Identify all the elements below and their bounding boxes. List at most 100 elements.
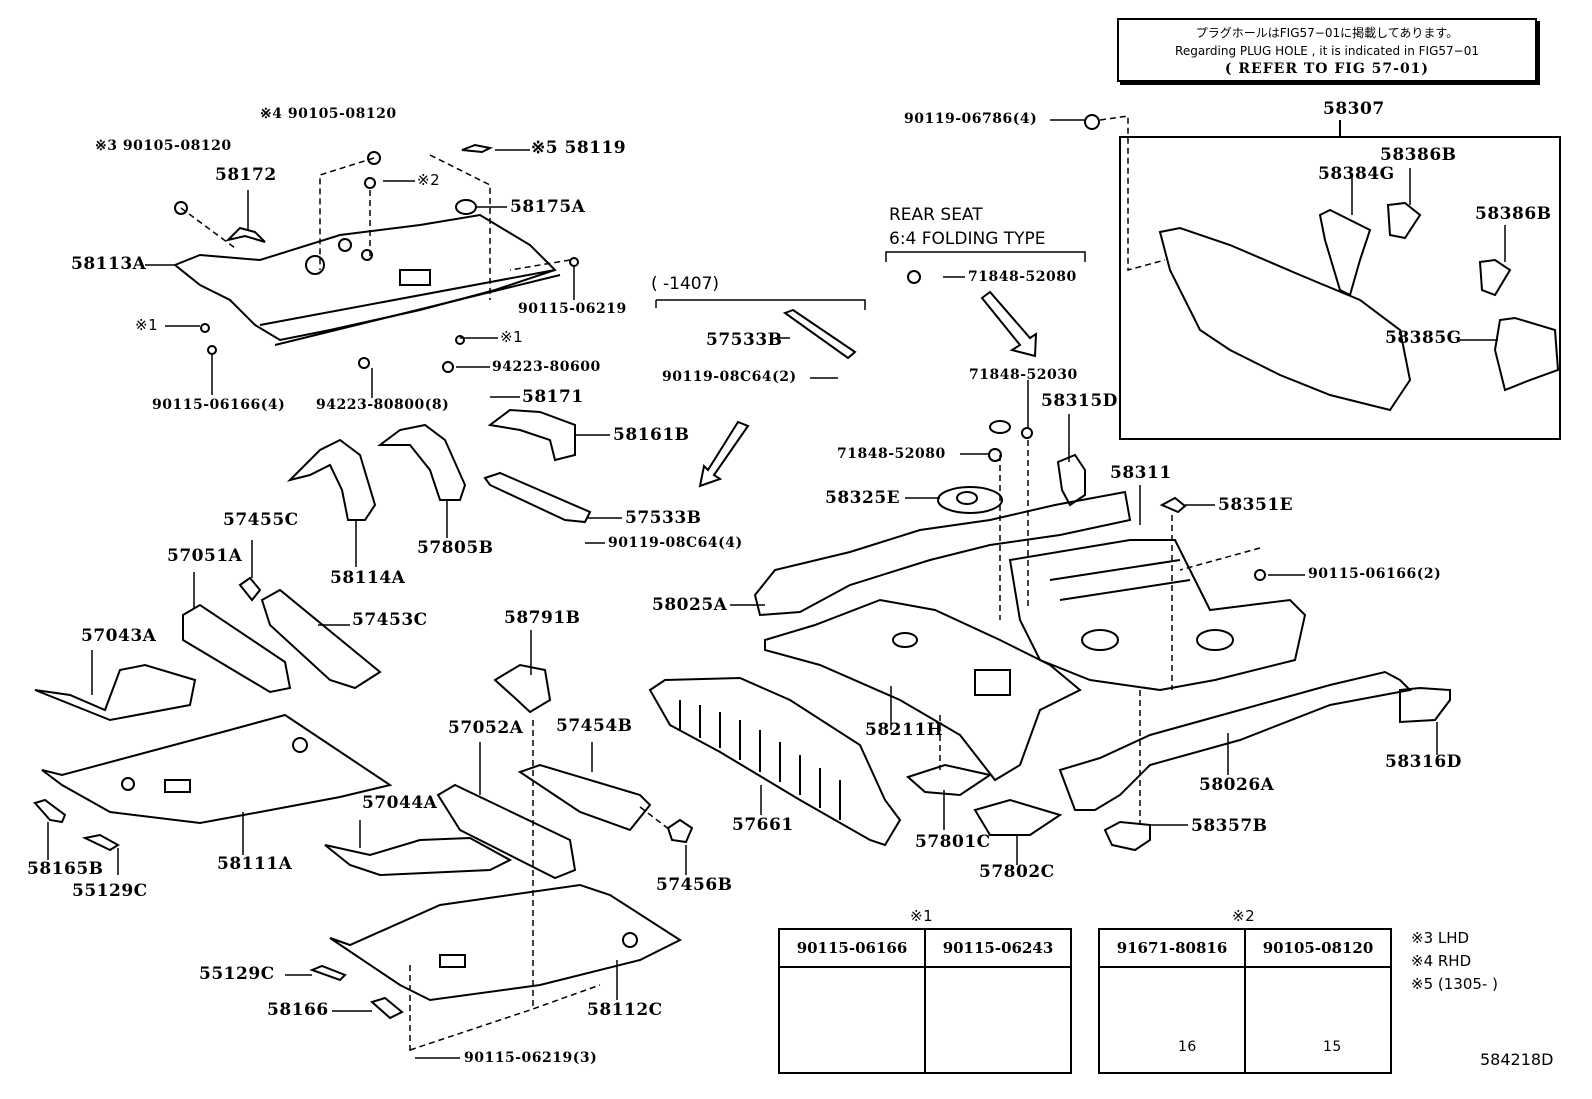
figure-code: 584218D (1480, 1050, 1554, 1069)
part-57802C-bracket (973, 798, 1063, 836)
callout-58166[interactable]: 58166 (267, 1000, 329, 1020)
arrow-right-down (980, 290, 1038, 358)
part-57052A-member (436, 783, 577, 880)
callout-58119[interactable]: ※5 58119 (531, 138, 627, 158)
callout-57454B[interactable]: 57454B (556, 716, 633, 736)
callout-94223-80800-qty8[interactable]: 94223-80800(8) (316, 397, 450, 413)
callout-58791B[interactable]: 58791B (504, 608, 581, 628)
callout-71848-52080-top[interactable]: 71848-52080 (968, 269, 1077, 285)
note-lhd: ※3 LHD (1411, 929, 1470, 947)
note-japanese: プラグホールはFIG57−01に掲載してあります。 (1195, 26, 1459, 40)
callout-57802C[interactable]: 57802C (979, 862, 1055, 882)
callout-90105-08120-rhd[interactable]: ※4 90105-08120 (260, 106, 397, 122)
part-58211H-floor-panel (764, 598, 1082, 782)
callout-55129C-bottom[interactable]: 55129C (199, 964, 275, 984)
callout-ref1-left[interactable]: ※1 (135, 316, 159, 334)
callout-58171[interactable]: 58171 (522, 387, 584, 407)
callout-58384G[interactable]: 58384G (1318, 164, 1395, 184)
callout-94223-80600[interactable]: 94223-80600 (492, 359, 601, 375)
legend-ref1-part-1[interactable]: 90115-06166 (778, 928, 926, 968)
callout-57456B[interactable]: 57456B (656, 875, 733, 895)
leader-dashes-top-left (180, 154, 571, 300)
callout-58307[interactable]: 58307 (1323, 99, 1385, 119)
callout-57044A[interactable]: 57044A (362, 793, 438, 813)
callout-ref2[interactable]: ※2 (417, 171, 441, 189)
part-57044A-member (324, 836, 513, 877)
callout-58113A[interactable]: 58113A (71, 254, 147, 274)
callout-58325E[interactable]: 58325E (825, 488, 901, 508)
callout-57043A[interactable]: 57043A (81, 626, 157, 646)
part-57455C-bracket (238, 576, 262, 602)
callout-58357B[interactable]: 58357B (1191, 816, 1268, 836)
group-range-1407: ( -1407) (651, 274, 720, 294)
callout-90115-06166-qty4[interactable]: 90115-06166(4) (152, 397, 286, 413)
callout-58111A[interactable]: 58111A (217, 854, 293, 874)
legend-ref2-part-2[interactable]: 90105-08120 (1244, 928, 1392, 968)
legend-ref2-title: ※2 (1232, 907, 1256, 925)
callout-58172[interactable]: 58172 (215, 165, 277, 185)
part-57805B-brace (377, 423, 467, 501)
callout-58161B[interactable]: 58161B (613, 425, 690, 445)
part-58172-bracket (224, 226, 266, 243)
callout-71848-52080-mid[interactable]: 71848-52080 (837, 446, 946, 462)
callout-58386B-a[interactable]: 58386B (1380, 145, 1457, 165)
legend-ref1-title: ※1 (910, 907, 934, 925)
part-58165B-pad (33, 798, 67, 824)
callout-90119-08C64-qty2[interactable]: 90119-08C64(2) (662, 369, 797, 385)
callout-58316D[interactable]: 58316D (1385, 752, 1462, 772)
callout-58385G[interactable]: 58385G (1385, 328, 1462, 348)
fastener-90119-06786 (1084, 114, 1100, 130)
part-58316D-bracket (1399, 686, 1451, 724)
callout-58025A[interactable]: 58025A (652, 595, 728, 615)
legend-ref1-part-2[interactable]: 90115-06243 (924, 928, 1072, 968)
callout-58112C[interactable]: 58112C (587, 1000, 663, 1020)
callout-90119-06786-qty4[interactable]: 90119-06786(4) (904, 111, 1038, 127)
note-reference-link[interactable]: ( REFER TO FIG 57-01) (1224, 61, 1430, 77)
part-55129C-pad-bottom (309, 964, 347, 982)
plug-hole-note: プラグホールはFIG57−01に掲載してあります。 Regarding PLUG… (1117, 18, 1537, 82)
part-58113A-front-crossmember (173, 213, 561, 346)
legend-ref1-image-2 (924, 966, 1072, 1074)
part-58166-pad (370, 996, 404, 1020)
callout-ref1-right[interactable]: ※1 (500, 328, 524, 346)
part-57043A-member (34, 663, 197, 722)
part-58114A-brace (286, 438, 377, 521)
callout-57455C[interactable]: 57455C (223, 510, 299, 530)
callout-57533B-mid[interactable]: 57533B (625, 508, 702, 528)
part-57453C-member (260, 588, 382, 690)
callout-57805B[interactable]: 57805B (417, 538, 494, 558)
legend-dimension-15: 15 (1323, 1039, 1342, 1055)
callout-58114A[interactable]: 58114A (330, 568, 406, 588)
callout-57533B-top[interactable]: 57533B (706, 330, 783, 350)
callout-58175A[interactable]: 58175A (510, 197, 586, 217)
callout-90115-06219-qty3[interactable]: 90115-06219(3) (464, 1050, 598, 1066)
callout-58351E[interactable]: 58351E (1218, 495, 1294, 515)
legend-ref2-part-1[interactable]: 91671-80816 (1098, 928, 1246, 968)
callout-57661[interactable]: 57661 (732, 815, 794, 835)
callout-57051A[interactable]: 57051A (167, 546, 243, 566)
legend-ref1-table: 90115-06166 90115-06243 (778, 928, 1072, 1074)
callout-90119-08C64-qty4[interactable]: 90119-08C64(4) (608, 535, 743, 551)
callout-90115-06166-qty2[interactable]: 90115-06166(2) (1308, 566, 1442, 582)
callout-90105-08120-lhd[interactable]: ※3 90105-08120 (95, 138, 232, 154)
callout-58386B-b[interactable]: 58386B (1475, 204, 1552, 224)
part-58325E-plate (937, 486, 1003, 514)
legend-ref2-image-1 (1098, 966, 1246, 1074)
callout-58211H[interactable]: 58211H (865, 720, 944, 740)
callout-55129C-left[interactable]: 55129C (72, 881, 148, 901)
part-58111A-floor-pan (41, 713, 393, 825)
callout-58165B[interactable]: 58165B (27, 859, 104, 879)
callout-90115-06219[interactable]: 90115-06219 (518, 301, 627, 317)
part-58357B-bracket (1103, 820, 1151, 852)
part-58119-clip (461, 143, 494, 154)
callout-57052A[interactable]: 57052A (448, 718, 524, 738)
callout-58026A[interactable]: 58026A (1199, 775, 1275, 795)
callout-58311[interactable]: 58311 (1110, 463, 1172, 483)
fastener-90115-06166-2 (1254, 569, 1266, 581)
part-58385G-bracket (1493, 316, 1560, 392)
callout-57453C[interactable]: 57453C (352, 610, 428, 630)
callout-57801C[interactable]: 57801C (915, 832, 991, 852)
callout-58315D[interactable]: 58315D (1041, 391, 1118, 411)
callout-71848-52030[interactable]: 71848-52030 (969, 367, 1078, 383)
